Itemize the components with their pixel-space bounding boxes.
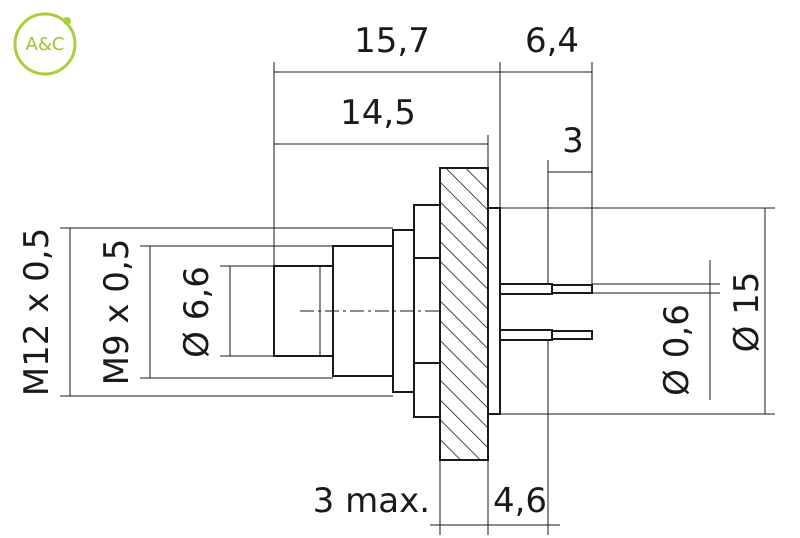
dimension-lines [69, 71, 766, 526]
pin-spacing-label: 3 [562, 121, 584, 161]
panel-thickness-label: 3 max. [313, 481, 430, 521]
logo: A&C [13, 12, 77, 76]
extension-lines [60, 62, 775, 535]
thread-inner-label: M9 x 0,5 [97, 239, 137, 386]
body-length-label: 14,5 [340, 93, 416, 133]
flange-diameter-label: Ø 15 [727, 272, 767, 353]
logo-text: A&C [26, 34, 65, 55]
mounting-panel [439, 167, 489, 461]
thread-outer-label: M12 x 0,5 [17, 228, 57, 396]
overall-length-label: 15,7 [354, 21, 430, 61]
pin-length-label: 6,4 [525, 21, 579, 61]
connector-body [273, 204, 593, 418]
front-diameter-label: Ø 6,6 [177, 266, 217, 358]
pin-diameter-label: Ø 0,6 [657, 304, 697, 396]
dimension-labels: 15,7 6,4 14,5 3 M12 x 0,5 M9 x 0,5 Ø 6,6… [17, 21, 767, 521]
rear-length-label: 4,6 [493, 481, 547, 521]
